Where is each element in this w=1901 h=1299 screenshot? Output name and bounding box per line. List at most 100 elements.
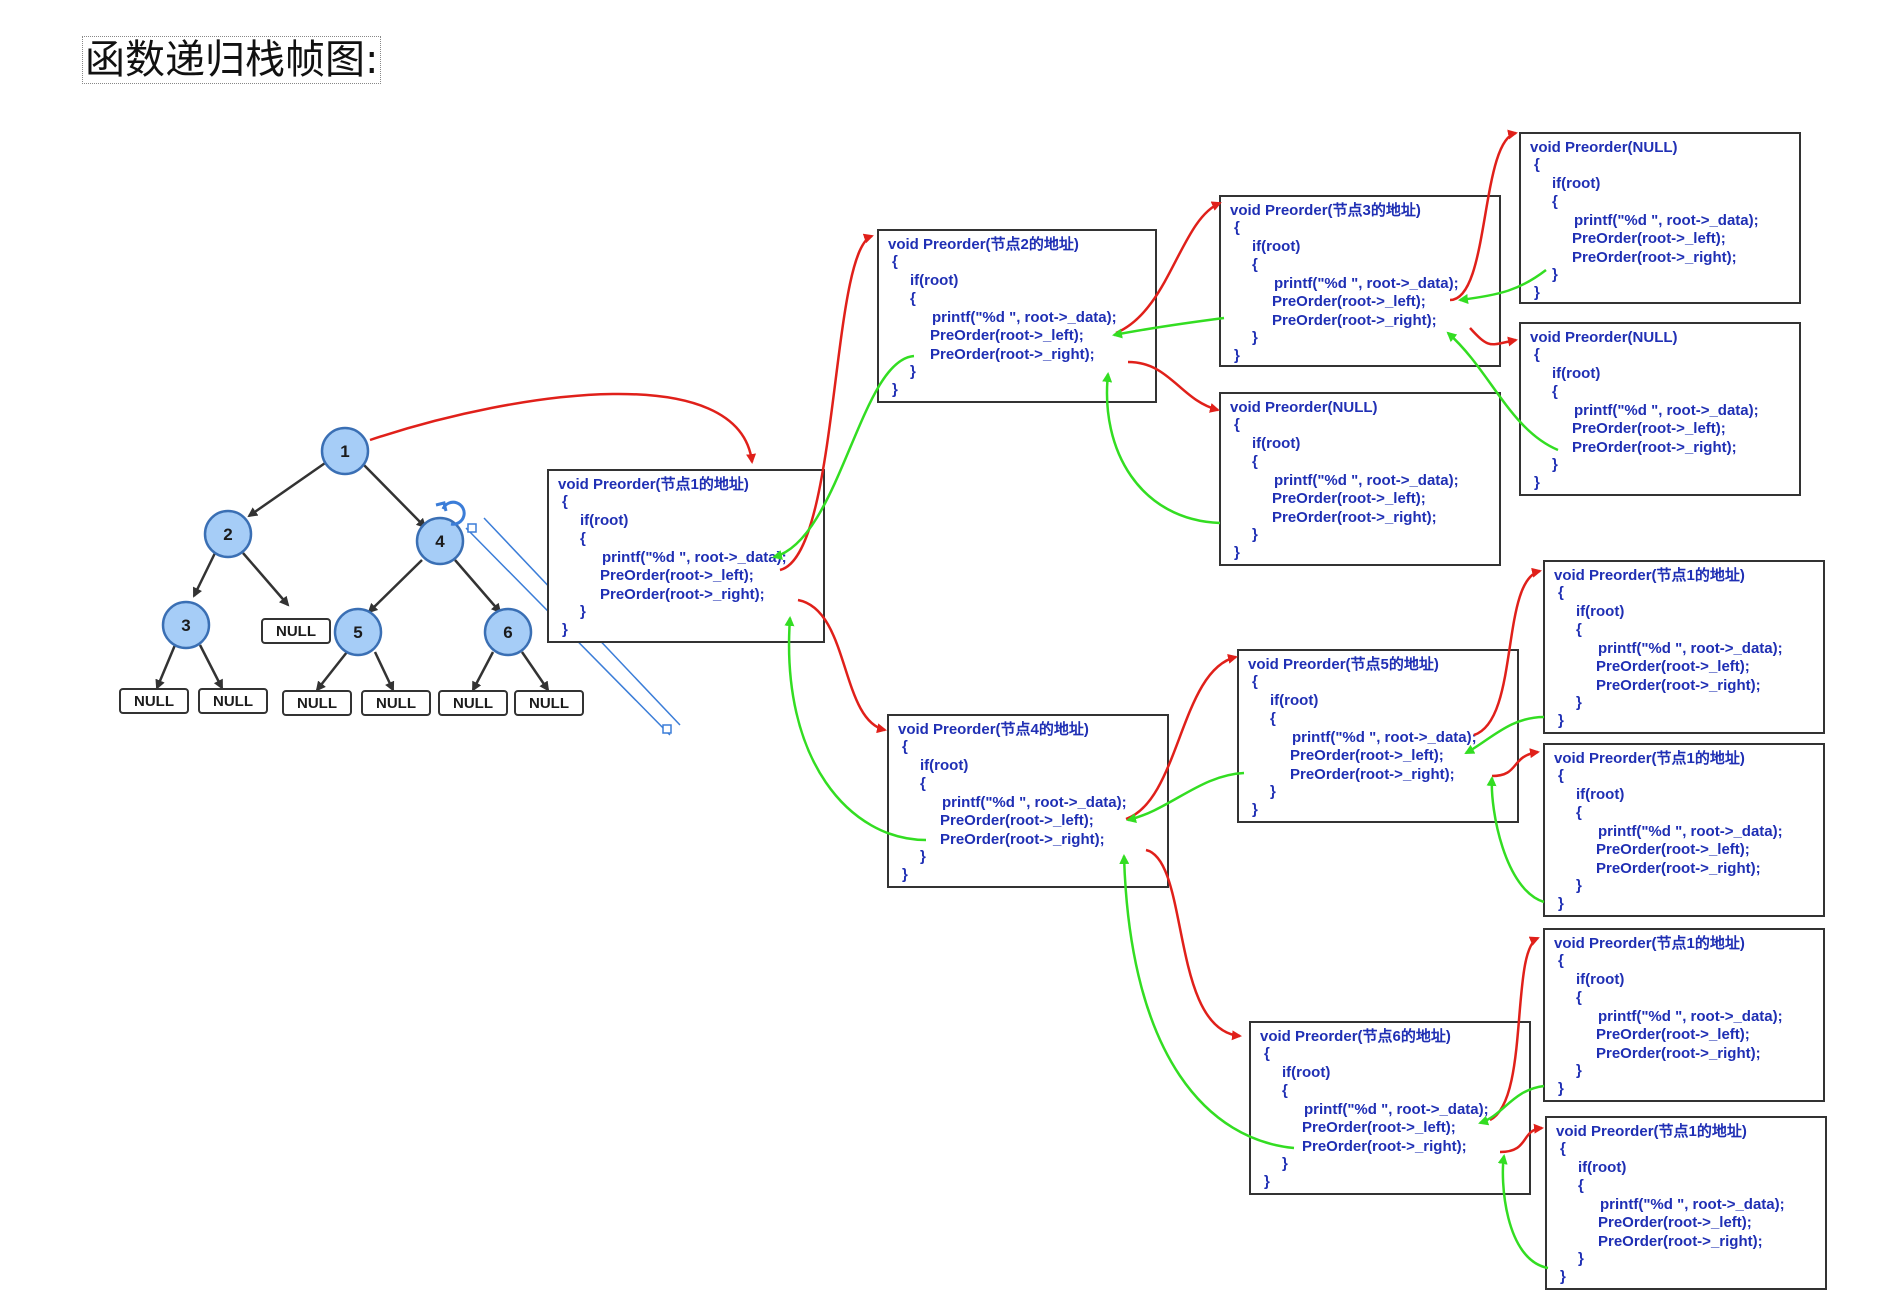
- code-line: {: [1552, 383, 1558, 400]
- rotate-handle-icon[interactable]: [441, 500, 466, 526]
- null-leaf[interactable]: NULL: [119, 688, 189, 714]
- code-line: }: [1252, 329, 1258, 346]
- code-line: printf("%d ", root->_data);: [1574, 212, 1759, 229]
- code-line: if(root): [1576, 786, 1624, 803]
- null-leaf[interactable]: NULL: [261, 618, 331, 644]
- code-line: PreOrder(root->_left);: [1302, 1119, 1456, 1136]
- code-line: {: [1282, 1082, 1288, 1099]
- null-leaf[interactable]: NULL: [198, 688, 268, 714]
- code-line: if(root): [920, 757, 968, 774]
- code-line: if(root): [1552, 365, 1600, 382]
- resize-handle-icon[interactable]: [662, 724, 672, 734]
- tree-node[interactable]: 3: [161, 600, 211, 650]
- null-leaf[interactable]: NULL: [282, 690, 352, 716]
- code-line: printf("%d ", root->_data);: [1598, 1008, 1783, 1025]
- null-label: NULL: [376, 695, 416, 712]
- call-arrow: [1499, 1123, 1544, 1154]
- code-line: PreOrder(root->_left);: [1290, 747, 1444, 764]
- code-line: }: [1558, 712, 1564, 729]
- code-line: if(root): [1576, 603, 1624, 620]
- code-line: PreOrder(root->_left);: [1596, 658, 1750, 675]
- code-line: PreOrder(root->_right);: [600, 586, 765, 603]
- stack-frame[interactable]: void Preorder(节点1的地址){if(root){printf("%…: [1543, 928, 1825, 1102]
- code-line: if(root): [1578, 1159, 1626, 1176]
- stack-frame[interactable]: void Preorder(节点5的地址){if(root){printf("%…: [1237, 649, 1519, 823]
- code-line: }: [1576, 694, 1582, 711]
- stack-frame[interactable]: void Preorder(节点1的地址){if(root){printf("%…: [1543, 560, 1825, 734]
- code-line: }: [580, 603, 586, 620]
- tree-node[interactable]: 6: [483, 607, 533, 657]
- code-line: }: [1560, 1268, 1566, 1285]
- resize-handle-icon[interactable]: [467, 523, 477, 533]
- frame-header: void Preorder(节点1的地址): [1556, 1122, 1747, 1140]
- frame-header: void Preorder(节点2的地址): [888, 235, 1079, 253]
- code-line: }: [920, 848, 926, 865]
- code-line: }: [902, 866, 908, 883]
- call-arrows: [369, 129, 1544, 1154]
- call-arrow: [779, 233, 874, 572]
- code-line: {: [1558, 952, 1564, 969]
- tree-edge: [247, 459, 329, 518]
- tree-node[interactable]: 4: [415, 516, 465, 566]
- stack-frame[interactable]: void Preorder(节点2的地址){if(root){printf("%…: [877, 229, 1157, 403]
- return-arrow: [784, 616, 927, 842]
- call-arrow: [1125, 653, 1238, 821]
- frame-header: void Preorder(NULL): [1530, 329, 1678, 346]
- call-arrow: [1469, 327, 1518, 347]
- call-arrow: [369, 392, 757, 464]
- stack-frame[interactable]: void Preorder(节点1的地址){if(root){printf("%…: [1543, 743, 1825, 917]
- stack-frame[interactable]: void Preorder(节点4的地址){if(root){printf("%…: [887, 714, 1169, 888]
- tree-node[interactable]: 1: [320, 426, 370, 476]
- code-line: }: [1558, 1080, 1564, 1097]
- tree-nodes: 1 2 4 3 5 6: [161, 426, 533, 657]
- code-line: if(root): [1252, 238, 1300, 255]
- tree-node-label: 3: [181, 616, 190, 635]
- code-line: PreOrder(root->_left);: [600, 567, 754, 584]
- return-arrow: [1112, 316, 1225, 339]
- null-leaf[interactable]: NULL: [361, 690, 431, 716]
- stack-frame[interactable]: void Preorder(节点3的地址){if(root){printf("%…: [1219, 195, 1501, 367]
- stack-frames: void Preorder(节点1的地址){if(root){printf("%…: [547, 132, 1827, 1290]
- null-label: NULL: [453, 695, 493, 712]
- call-arrow: [1115, 201, 1222, 335]
- code-line: printf("%d ", root->_data);: [1274, 275, 1459, 292]
- page-title: 函数递归栈帧图:: [82, 36, 382, 84]
- tree-edge: [198, 644, 224, 690]
- code-line: if(root): [1252, 435, 1300, 452]
- tree-edge: [155, 644, 177, 690]
- code-line: PreOrder(root->_right);: [1272, 509, 1437, 526]
- stack-frame[interactable]: void Preorder(NULL){if(root){printf("%d …: [1519, 322, 1801, 496]
- return-arrow: [1102, 372, 1221, 525]
- return-arrows: [772, 269, 1559, 1270]
- null-leaf[interactable]: NULL: [438, 690, 508, 716]
- frame-header: void Preorder(节点1的地址): [1554, 566, 1745, 584]
- code-line: printf("%d ", root->_data);: [602, 549, 787, 566]
- stack-frame[interactable]: void Preorder(NULL){if(root){printf("%d …: [1219, 392, 1501, 566]
- tree-node[interactable]: 5: [333, 607, 383, 657]
- stack-frame[interactable]: void Preorder(NULL){if(root){printf("%d …: [1519, 132, 1801, 304]
- code-line: PreOrder(root->_left);: [1272, 293, 1426, 310]
- code-line: {: [1234, 219, 1240, 236]
- stack-frame[interactable]: void Preorder(节点1的地址){if(root){printf("%…: [1545, 1116, 1827, 1290]
- call-arrow: [1489, 936, 1540, 1122]
- null-label: NULL: [213, 693, 253, 710]
- code-line: {: [562, 493, 568, 510]
- code-line: PreOrder(root->_left);: [1596, 1026, 1750, 1043]
- code-line: PreOrder(root->_left);: [930, 327, 1084, 344]
- null-leaf[interactable]: NULL: [514, 690, 584, 716]
- code-line: PreOrder(root->_right);: [1598, 1233, 1763, 1250]
- code-line: printf("%d ", root->_data);: [1304, 1101, 1489, 1118]
- code-line: if(root): [1270, 692, 1318, 709]
- code-line: }: [1534, 474, 1540, 491]
- code-line: {: [1252, 673, 1258, 690]
- tree-node[interactable]: 2: [203, 509, 253, 559]
- code-line: printf("%d ", root->_data);: [932, 309, 1117, 326]
- stack-frame[interactable]: void Preorder(节点1的地址){if(root){printf("%…: [547, 469, 825, 643]
- code-line: printf("%d ", root->_data);: [942, 794, 1127, 811]
- stack-frame[interactable]: void Preorder(节点6的地址){if(root){printf("%…: [1249, 1021, 1531, 1195]
- code-line: }: [1234, 544, 1240, 561]
- code-line: PreOrder(root->_right);: [1302, 1138, 1467, 1155]
- code-line: PreOrder(root->_right);: [1596, 677, 1761, 694]
- code-line: printf("%d ", root->_data);: [1600, 1196, 1785, 1213]
- code-line: }: [1534, 284, 1540, 301]
